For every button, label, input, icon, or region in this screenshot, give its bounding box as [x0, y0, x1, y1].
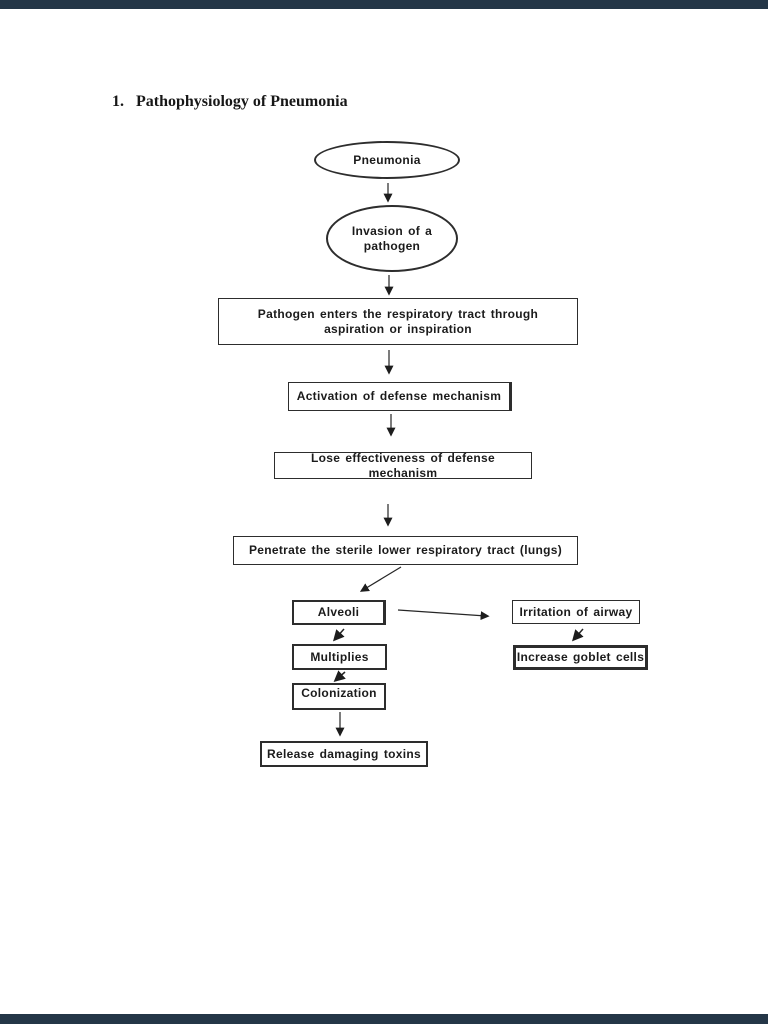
- node-irritation-label: Irritation of airway: [519, 604, 633, 619]
- arrow-alveoli-to-irritation: [397, 609, 490, 621]
- node-pneumonia-label: Pneumonia: [353, 152, 421, 167]
- node-colonization-label: Colonization: [301, 686, 377, 700]
- node-colonization: Colonization: [292, 683, 386, 710]
- node-release-toxins-label: Release damaging toxins: [267, 746, 421, 761]
- node-increase-goblet-label: Increase goblet cells: [516, 650, 645, 664]
- node-release-damaging-toxins: Release damaging toxins: [260, 741, 428, 767]
- node-alveoli-label: Alveoli: [317, 605, 360, 619]
- node-pneumonia: Pneumonia: [314, 141, 460, 179]
- node-increase-goblet-cells: Increase goblet cells: [513, 645, 648, 670]
- node-activation-label: Activation of defense mechanism: [296, 389, 502, 403]
- viewer-top-bar: [0, 0, 768, 9]
- arrow-penetrate-to-alveoli: [359, 566, 402, 592]
- arrow-multiplies-to-colonization: [333, 670, 346, 682]
- arrow-alveoli-to-multiplies: [333, 628, 345, 642]
- node-pathogen-enters: Pathogen enters the respiratory tract th…: [218, 298, 578, 345]
- node-activation-of-defense: Activation of defense mechanism: [288, 382, 512, 411]
- page-title: 1. Pathophysiology of Pneumonia: [112, 93, 348, 111]
- node-pathogen-enters-label: Pathogen enters the respiratory tract th…: [257, 306, 539, 336]
- node-multiplies-label: Multiplies: [310, 649, 369, 664]
- node-multiplies: Multiplies: [292, 644, 387, 670]
- heading-text: Pathophysiology of Pneumonia: [136, 93, 348, 110]
- heading-number: 1.: [112, 93, 124, 110]
- node-invasion-label: Invasion of a pathogen: [351, 223, 433, 253]
- arrow-irritation-to-increase: [572, 628, 584, 642]
- node-penetrate-lower-tract: Penetrate the sterile lower respiratory …: [233, 536, 578, 565]
- viewer-bottom-bar: [0, 1014, 768, 1024]
- node-lose-effectiveness: Lose effectiveness of defense mechanism: [274, 450, 532, 480]
- node-lose-effectiveness-label: Lose effectiveness of defense mechanism: [311, 450, 495, 480]
- node-irritation-of-airway: Irritation of airway: [512, 600, 640, 624]
- node-alveoli: Alveoli: [292, 600, 386, 625]
- node-invasion-of-pathogen: Invasion of a pathogen: [326, 205, 458, 272]
- node-penetrate-label: Penetrate the sterile lower respiratory …: [249, 543, 562, 557]
